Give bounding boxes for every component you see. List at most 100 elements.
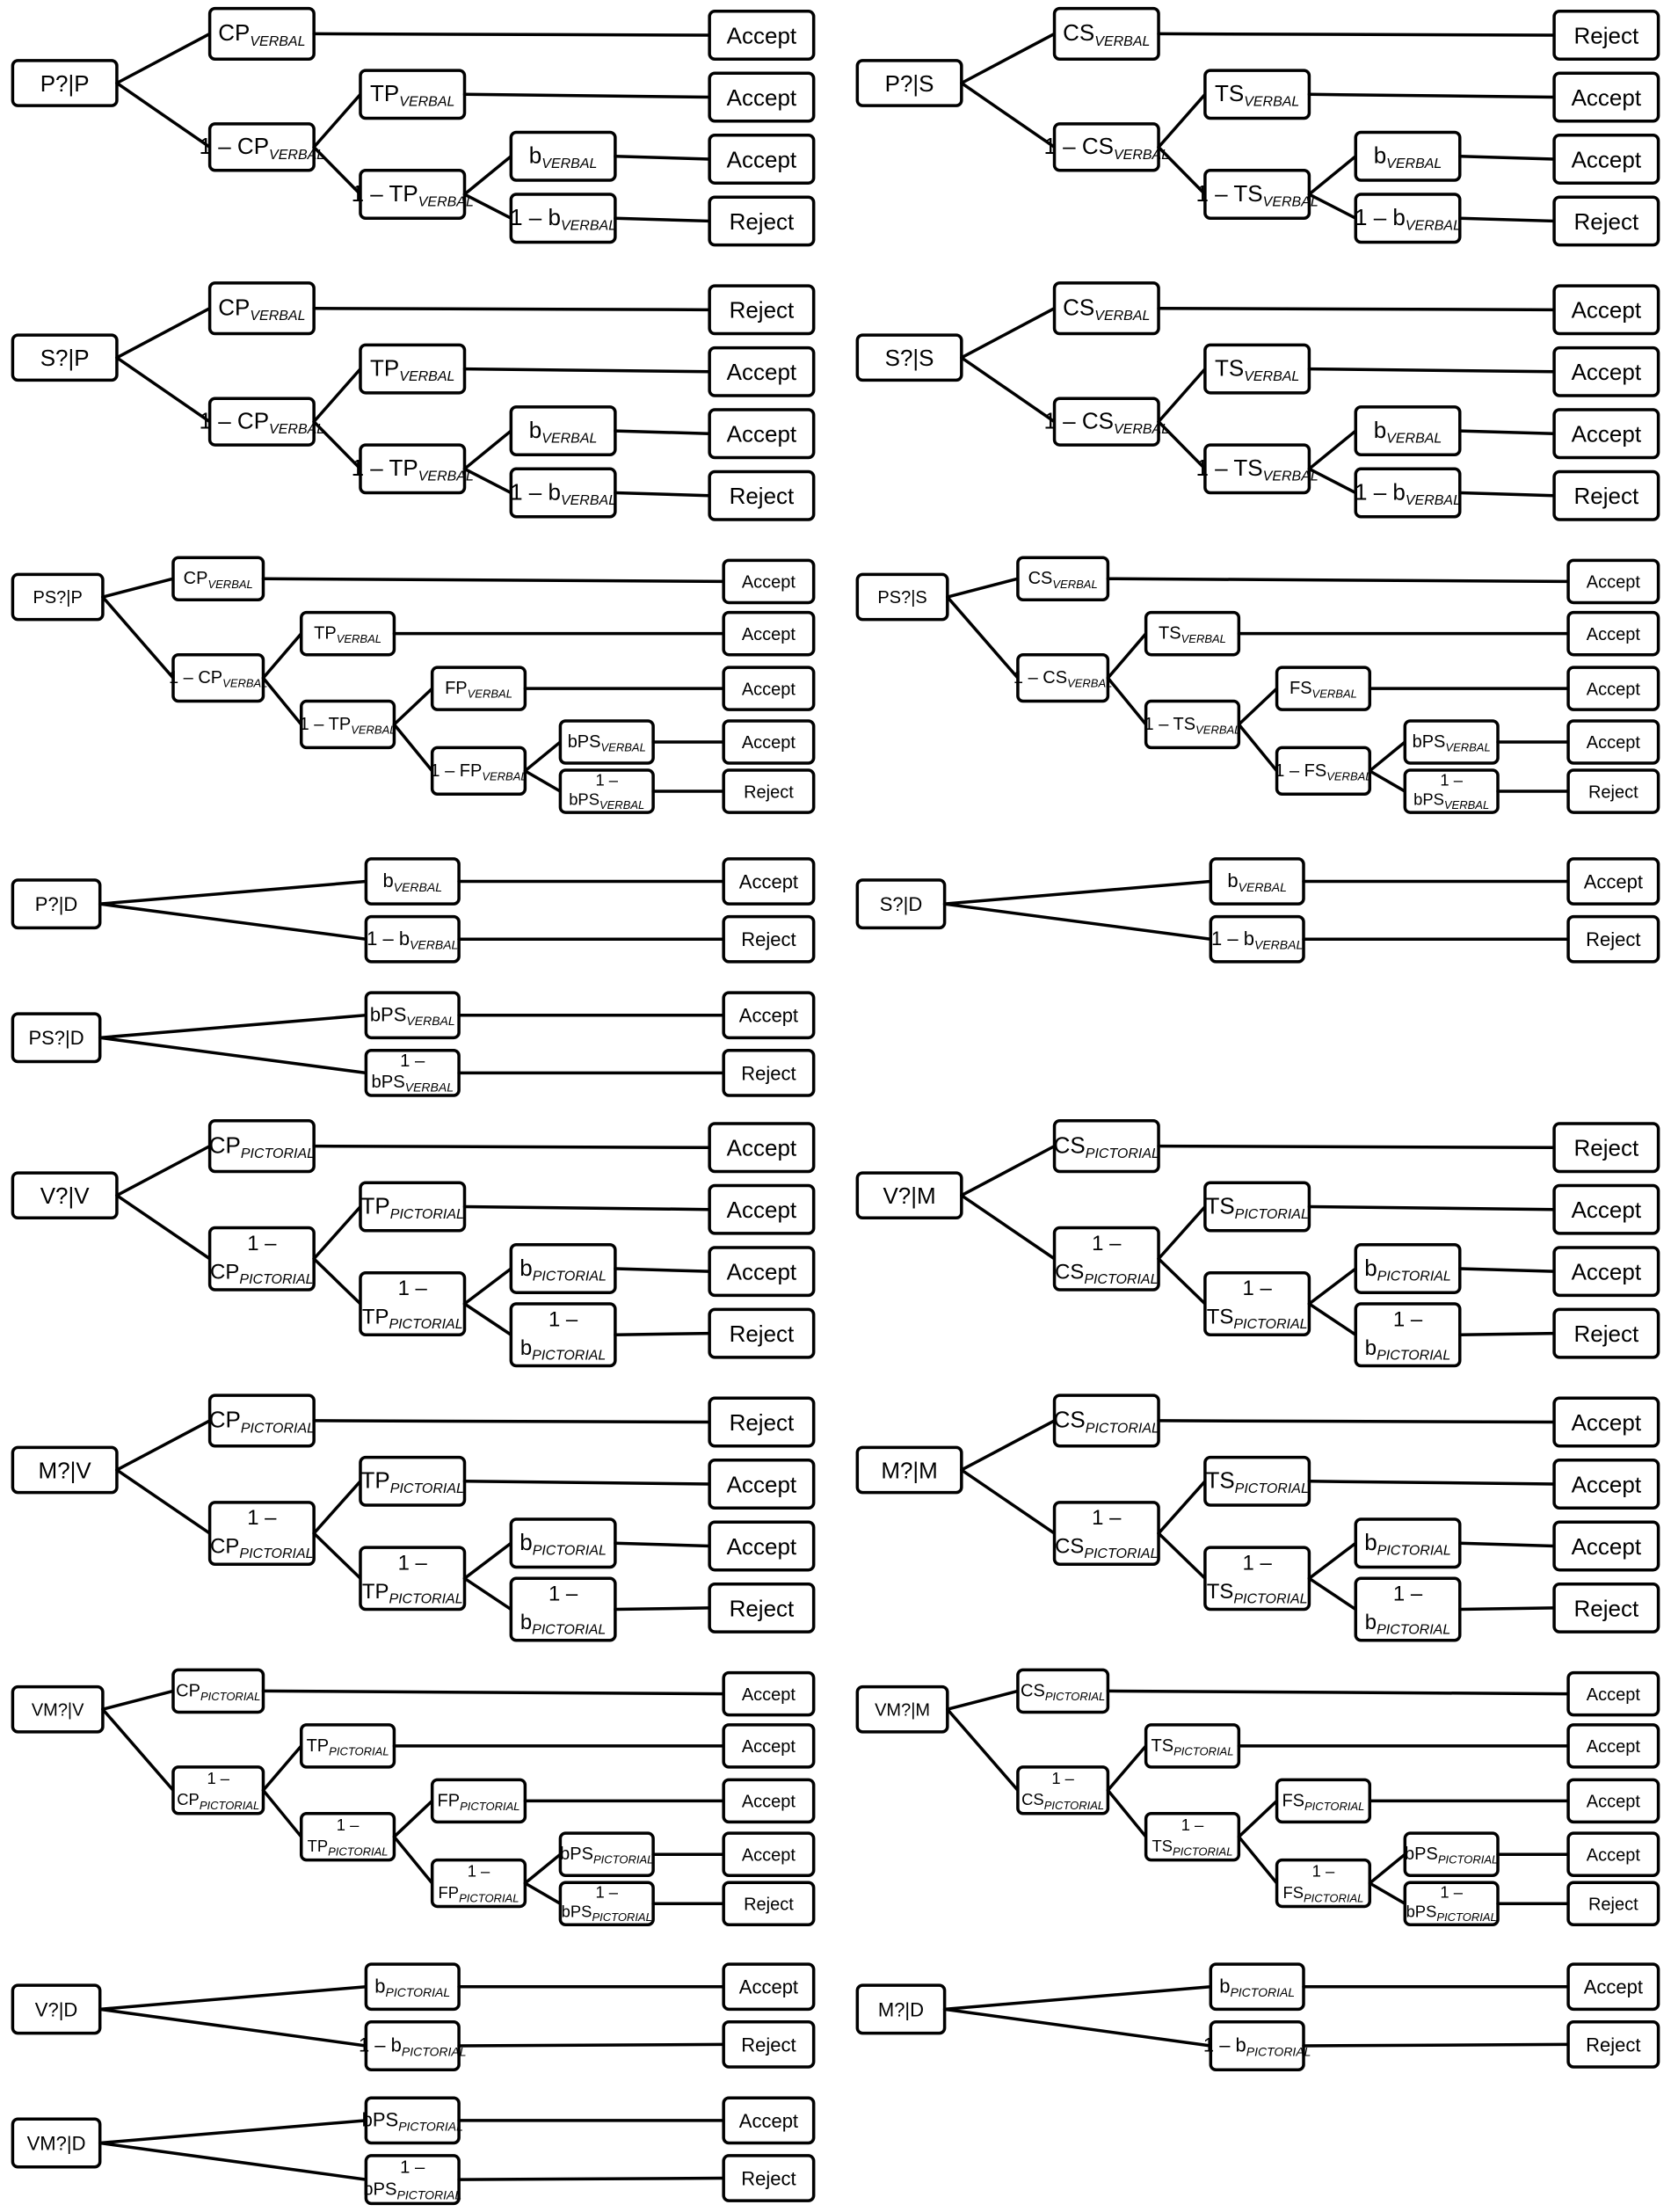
- tree-pss-5-l3-bottom-edge: [1237, 723, 1279, 773]
- tree-psp-4-l2-top-label: TPVERBAL: [314, 624, 381, 646]
- tree-mv-11-outcome-4-box: [708, 1582, 816, 1634]
- tree-psp-4-outcome-2-label: Accept: [742, 625, 796, 644]
- tree-vv-9-l1-top-subscript: PICTORIAL: [241, 1146, 315, 1161]
- tree-psp-4-outcome-3-box: [722, 666, 816, 711]
- tree-mv-11-outcome-4-label: Reject: [730, 1595, 795, 1621]
- tree-vm-10-l3-bottom-edge: [1307, 1302, 1358, 1336]
- tree-psp-4-l1-bottom-prefix: 1 –: [169, 668, 198, 688]
- tree-pss-5-l1-bottom-edge: [946, 595, 1020, 680]
- tree-vmm-14-l1-top-node: CSPICTORIAL: [1016, 1668, 1110, 1714]
- tree-vv-9-l2-top-symbol: TP: [361, 1192, 390, 1219]
- tree-sd-7-l1-top-label: bVERBAL: [1227, 870, 1287, 894]
- tree-pss-5-outcome-5: Reject: [1566, 768, 1660, 814]
- tree-pp-0-outcome-3: Accept: [708, 133, 816, 185]
- tree-mm-12-l3-top-subscript: PICTORIAL: [1377, 1544, 1451, 1559]
- tree-pp-0-l3-bottom-symbol: b: [548, 204, 560, 230]
- tree-mm-12-outcome-3-edge: [1458, 1541, 1556, 1548]
- tree-pss-5-l1-bottom-subscript: VERBAL: [1067, 677, 1112, 690]
- tree-ss-3-outcome-1-label: Accept: [1572, 297, 1642, 324]
- tree-ss-3-outcome-2-label: Accept: [1572, 359, 1642, 385]
- tree-vmm-14-l4-bottom-symbol: bPS: [1406, 1903, 1437, 1921]
- tree-vmv-13-outcome-3: Accept: [722, 1778, 816, 1824]
- tree-pp-0-l1-bottom-prefix: 1 –: [200, 133, 237, 159]
- tree-vmm-14-l3-top-node: FSPICTORIAL: [1275, 1778, 1372, 1824]
- tree-vm-10-outcome-4: Reject: [1552, 1307, 1660, 1359]
- tree-vmv-13-l3-bottom-label: FPPICTORIAL: [439, 1883, 519, 1905]
- tree-sp-2-l2-bottom-prefix: 1 –: [352, 455, 389, 481]
- tree-vmd-17-outcome-1: Accept: [722, 2096, 816, 2145]
- tree-vm-10-outcome-3-box: [1552, 1246, 1660, 1298]
- tree-mv-11-l3-bottom-subscript: PICTORIAL: [532, 1623, 606, 1638]
- tree-ss-3-l2-bottom-prefix: 1 –: [1196, 455, 1234, 481]
- tree-vmm-14-l2-top-symbol: TS: [1152, 1736, 1174, 1756]
- tree-ss-3-l1-bottom-prefix: 1 –: [1043, 407, 1081, 433]
- tree-vmm-14-outcome-1-label: Accept: [1587, 1685, 1641, 1705]
- tree-vv-9-outcome-2-edge: [462, 1204, 711, 1212]
- tree-vd-15-root-label: V?|D: [35, 1998, 78, 2020]
- tree-psd-8-l1-bottom-node: 1 –bPSVERBAL: [364, 1048, 461, 1097]
- tree-vd-15-l1-top-node: bPICTORIAL: [364, 1962, 461, 2012]
- tree-sp-2-l3-top-symbol: b: [529, 417, 541, 443]
- tree-mm-12-outcome-4-edge: [1458, 1606, 1556, 1612]
- tree-md-16-l1-bottom-prefix: 1 –: [1203, 2034, 1236, 2056]
- tree-mm-12-l3-bottom-node: 1 –bPICTORIAL: [1354, 1576, 1462, 1642]
- tree-pss-5-l3-top-label: FSVERBAL: [1290, 679, 1357, 701]
- tree-vmv-13-l3-bottom-node: 1 –FPPICTORIAL: [430, 1858, 527, 1909]
- tree-mv-11-l1-bottom-node: 1 –CPPICTORIAL: [207, 1501, 316, 1567]
- tree-ps-1-l3-top-edge: [1307, 155, 1358, 196]
- tree-vv-9-l2-bottom-symbol: TP: [362, 1306, 389, 1329]
- tree-vm-10-l1-bottom-subscript: PICTORIAL: [1084, 1272, 1158, 1287]
- tree-psp-4-l4-bottom-label: bPSVERBAL: [569, 789, 644, 811]
- tree-vv-9-outcome-3-edge: [614, 1267, 711, 1273]
- tree-psp-4-l3-top-subscript: VERBAL: [468, 688, 512, 701]
- tree-vmv-13-l3-top-edge: [392, 1799, 434, 1838]
- tree-vd-15-outcome-2-label: Reject: [741, 2034, 796, 2056]
- tree-vmd-17-l1-top-label: bPSPICTORIAL: [362, 2108, 463, 2133]
- tree-mm-12-l1-top-edge: [960, 1419, 1057, 1472]
- tree-vmv-13-l1-bottom-symbol: CP: [177, 1790, 200, 1808]
- tree-mm-12-outcome-1-edge: [1157, 1419, 1556, 1424]
- tree-vd-15-outcome-2-edge: [457, 2042, 725, 2048]
- tree-vmv-13-outcome-4: Accept: [722, 1831, 816, 1877]
- tree-sp-2-l2-top-symbol: TP: [370, 354, 399, 381]
- tree-vmm-14-outcome-1-edge: [1106, 1689, 1570, 1696]
- tree-vmm-14-root-node: VM?|M: [855, 1684, 949, 1734]
- tree-vmd-17-l1-top-symbol: bPS: [362, 2108, 399, 2130]
- tree-psp-4-l3-bottom-label: 1 – FPVERBAL: [430, 761, 527, 783]
- tree-ss-3-l2-bottom-edge: [1157, 419, 1207, 471]
- tree-vmm-14-l1-top-label: CSPICTORIAL: [1021, 1681, 1105, 1703]
- tree-pp-0-l1-top-label: CPVERBAL: [218, 19, 305, 49]
- tree-mm-12-l2-bottom-label: TSPICTORIAL: [1207, 1580, 1308, 1607]
- tree-mm-12-l1-bottom-label: CSPICTORIAL: [1055, 1535, 1158, 1562]
- tree-pp-0-outcome-1-label: Accept: [727, 22, 797, 48]
- tree-pp-0-l2-top-label: TPVERBAL: [370, 80, 454, 110]
- tree-ss-3-l1-bottom-subscript: VERBAL: [1114, 422, 1169, 437]
- tree-sp-2-l2-top-label: TPVERBAL: [370, 354, 454, 384]
- tree-vm-10-l2-bottom-node: 1 –TSPICTORIAL: [1203, 1271, 1311, 1336]
- tree-vmv-13-l4-top-label: bPSPICTORIAL: [560, 1845, 653, 1866]
- tree-vm-10-l3-bottom-subscript: PICTORIAL: [1377, 1348, 1450, 1363]
- tree-ss-3-l1-bottom-symbol: CS: [1082, 407, 1114, 433]
- tree-vmm-14-l2-bottom-node: 1 –TSPICTORIAL: [1144, 1812, 1241, 1862]
- tree-mm-12-outcome-1-label: Accept: [1572, 1409, 1642, 1436]
- tree-sp-2-outcome-1-edge: [312, 306, 711, 312]
- tree-pd-6-l1-bottom-prefix: 1 –: [367, 928, 399, 950]
- tree-psp-4-l3-bottom-node: 1 – FPVERBAL: [430, 746, 527, 797]
- tree-psp-4-outcome-5: Reject: [722, 768, 816, 814]
- tree-sp-2-l1-top-edge: [115, 306, 212, 360]
- tree-sp-2-outcome-3: Accept: [708, 408, 816, 460]
- tree-pp-0-outcome-4-label: Reject: [730, 208, 795, 235]
- tree-psd-8-l1-top-subscript: VERBAL: [406, 1014, 454, 1028]
- tree-ps-1-outcome-3-label: Accept: [1572, 146, 1642, 172]
- tree-mv-11-l1-bottom-prefix: 1 –: [247, 1506, 277, 1530]
- tree-mv-11-l2-bottom-symbol: TP: [362, 1580, 389, 1604]
- tree-vmv-13-l2-bottom-label: TPPICTORIAL: [308, 1837, 389, 1859]
- tree-pp-0-l2-bottom-subscript: VERBAL: [418, 194, 474, 209]
- tree-vmv-13-l4-bottom-subscript: PICTORIAL: [592, 1910, 651, 1924]
- tree-vv-9-l1-bottom-prefix: 1 –: [247, 1232, 277, 1255]
- tree-ps-1-outcome-1-box: [1552, 10, 1660, 62]
- tree-vv-9-l3-bottom-prefix: 1 –: [549, 1307, 578, 1331]
- tree-vmv-13-l2-top-label: TPPICTORIAL: [307, 1736, 389, 1758]
- tree-md-16-outcome-2-box: [1566, 2020, 1660, 2069]
- tree-vm-10-outcome-2-box: [1552, 1183, 1660, 1235]
